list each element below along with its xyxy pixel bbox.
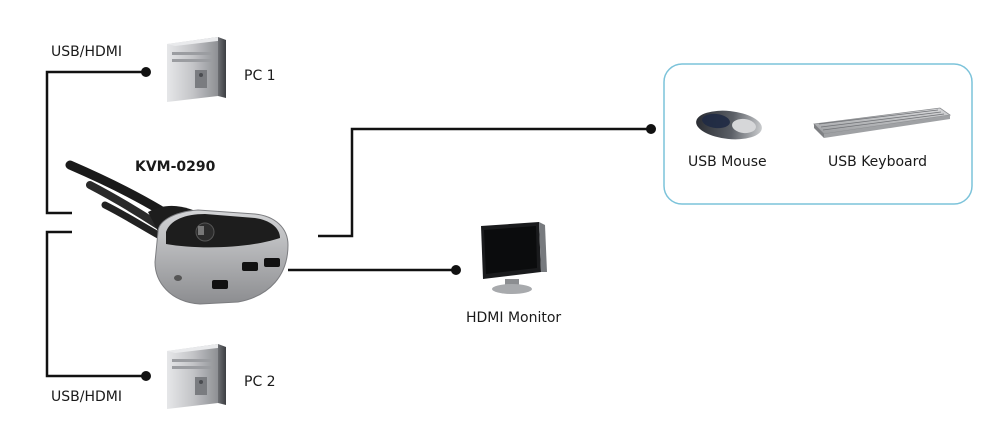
pc2-cable-line <box>45 230 145 378</box>
mouse-icon <box>696 110 762 140</box>
monitor-icon <box>481 222 547 294</box>
kvm-switch-icon <box>65 160 289 305</box>
hdmi-monitor-label: HDMI Monitor <box>466 310 562 326</box>
pc1-cable-line <box>45 70 145 215</box>
pc2-label: PC 2 <box>244 374 276 390</box>
connection-endpoints <box>141 67 656 381</box>
peripheral-endpoint <box>646 124 656 134</box>
pc1-cable-label: USB/HDMI <box>51 44 122 60</box>
pc-tower-icon <box>167 344 226 409</box>
peripheral-cable-line <box>318 127 650 238</box>
monitor-endpoint <box>451 265 461 275</box>
connection-lines <box>45 70 650 378</box>
pc1-endpoint <box>141 67 151 77</box>
usb-keyboard-label: USB Keyboard <box>828 154 927 170</box>
pc2-endpoint <box>141 371 151 381</box>
peripheral-box <box>663 63 973 205</box>
pc1-label: PC 1 <box>244 68 276 84</box>
pc-tower-icon <box>167 37 226 102</box>
kvm-model-label: KVM-0290 <box>135 159 216 175</box>
pc2-cable-label: USB/HDMI <box>51 389 122 405</box>
keyboard-icon <box>813 107 952 138</box>
usb-mouse-label: USB Mouse <box>688 154 767 170</box>
